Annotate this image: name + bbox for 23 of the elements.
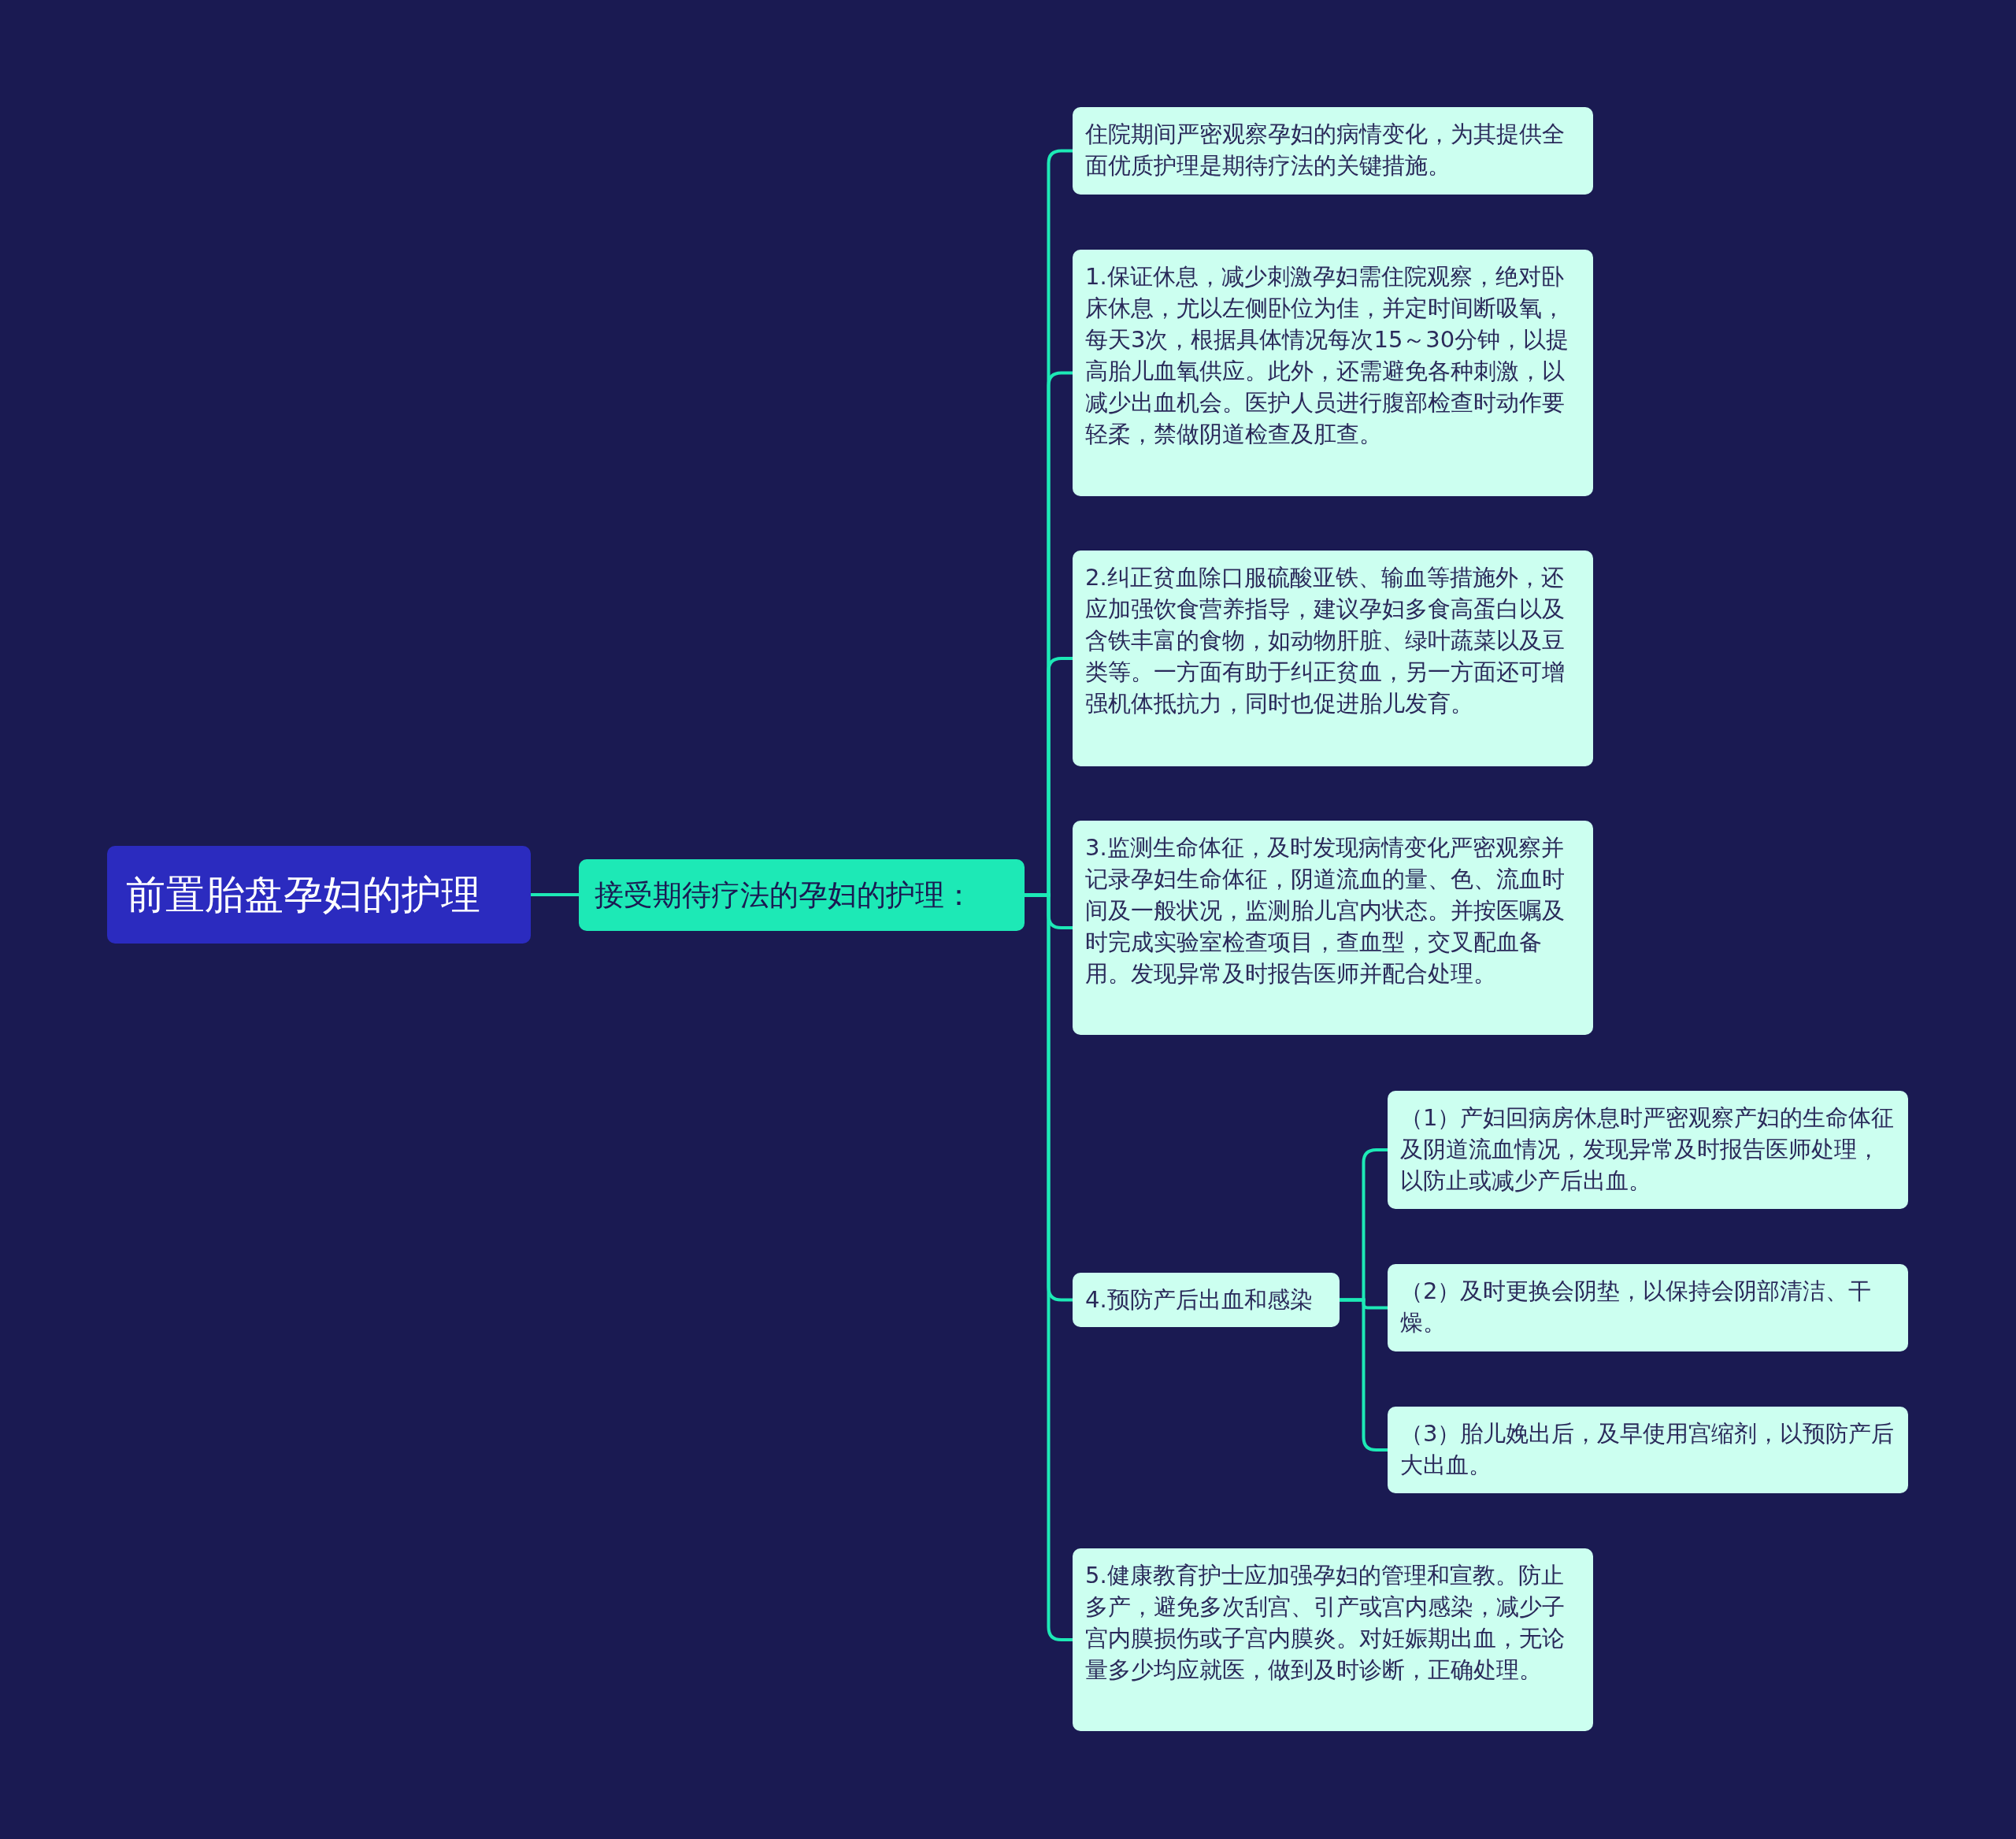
subtopic-box (1388, 1091, 1908, 1209)
subtopic-box (1388, 1264, 1908, 1351)
topic-text: 前置胎盘孕妇的护理 (126, 870, 480, 919)
subtopic-box (1388, 1407, 1908, 1493)
topic-text: （3）胎儿娩出后，及早使用宫缩剂，以预防产后大出血。 (1400, 1419, 1896, 1480)
subtopic-box (1073, 107, 1593, 195)
topic-text: （1）产妇回病房休息时严密观察产妇的生命体征及阴道流血情况，发现异常及时报告医师处理，以防止或减少产后出血。 (1400, 1103, 1896, 1196)
subtopic-box (1073, 1548, 1593, 1731)
topic-text: 接受期待疗法的孕妇的护理： (595, 877, 973, 914)
topic-text: 1.保证休息，减少刺激孕妇需住院观察，绝对卧床休息，尤以左侧卧位为佳，并定时间断吸氧，每天3次，根据具体情况每次15～30分钟，以提高胎儿血氧供应。此外，还需避免各种刺激，以减少出血机会。医护人员进行腹部检查时动作要轻柔，禁做阴道检查及肛查。 (1085, 262, 1570, 449)
subtopic-box (1073, 821, 1593, 1035)
topic-text: 2.纠正贫血除口服硫酸亚铁、输血等措施外，还应加强饮食营养指导，建议孕妇多食高蛋白以及含铁丰富的食物，如动物肝脏、绿叶蔬菜以及豆类等。一方面有助于纠正贫血，另一方面还可增强机体抵抗力，同时也促进胎儿发育。 (1085, 563, 1566, 718)
subtopic-box (1073, 551, 1593, 766)
subtopic-box (1073, 1273, 1340, 1327)
topic-text: 住院期间严密观察孕妇的病情变化，为其提供全面优质护理是期待疗法的关键措施。 (1085, 120, 1566, 180)
topic-text: 3.监测生命体征，及时发现病情变化严密观察并记录孕妇生命体征，阴道流血的量、色、流血时间及一般状况，监测胎儿宫内状态。并按医嘱及时完成实验室检查项目，查血型，交叉配血备用。发现异常及时报告医师并配合处理。 (1085, 833, 1566, 988)
central-topic-box (107, 846, 531, 944)
connector-line (531, 893, 579, 896)
subtopic-box (1073, 250, 1593, 496)
topic-text: 4.预防产后出血和感染 (1085, 1285, 1314, 1314)
main-topic-box (579, 859, 1025, 931)
topic-text: （2）及时更换会阴垫，以保持会阴部清洁、干燥。 (1400, 1277, 1873, 1337)
topic-text: 5.健康教育护士应加强孕妇的管理和宣教。防止多产，避免多次刮宫、引产或宫内感染，减少子宫内膜损伤或子宫内膜炎。对妊娠期出血，无论量多少均应就医，做到及时诊断，正确处理。 (1085, 1561, 1566, 1685)
